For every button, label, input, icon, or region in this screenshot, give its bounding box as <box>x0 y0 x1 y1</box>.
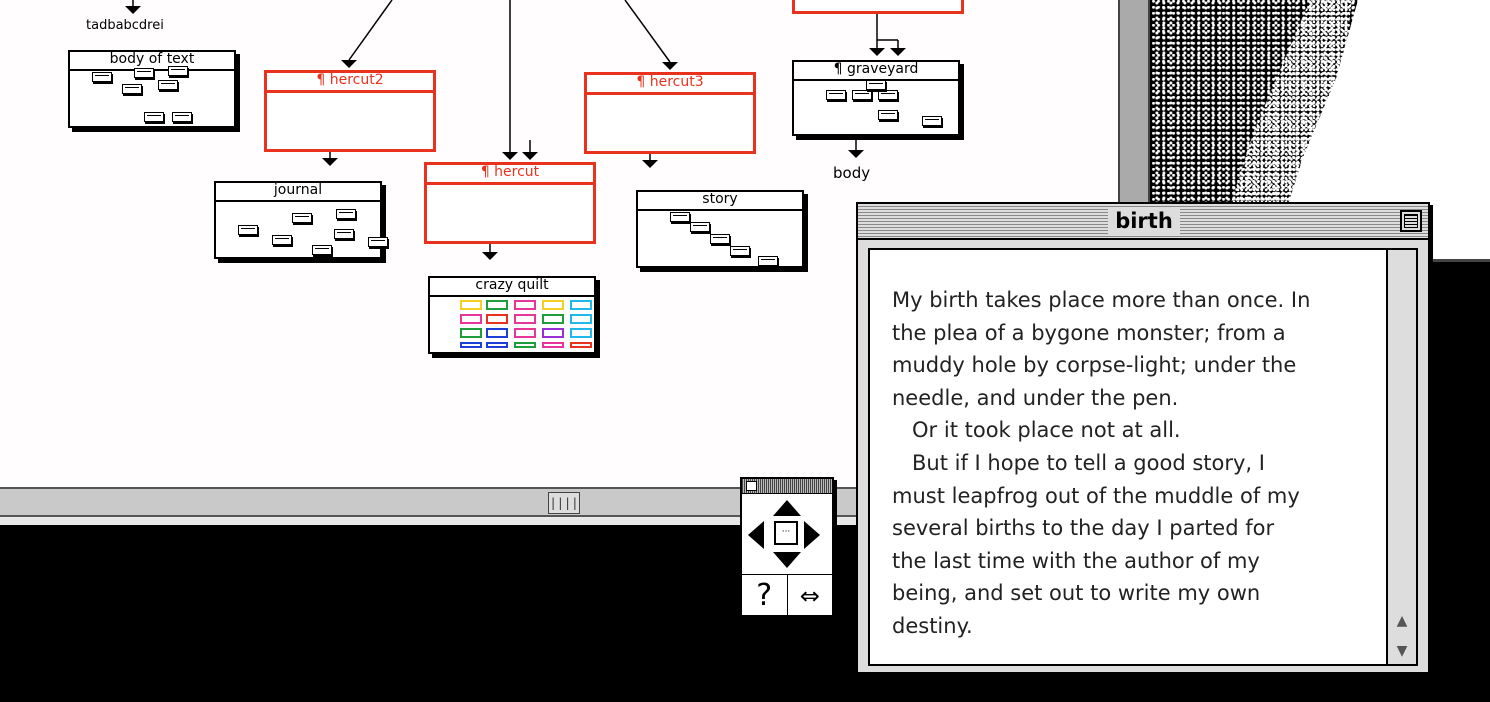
zoom-box-icon[interactable] <box>1400 210 1422 232</box>
node-title: crazy quilt <box>430 278 594 297</box>
node-title: ¶ hercut2 <box>267 73 433 93</box>
node-title: journal <box>216 183 380 202</box>
text-line: muddy hole by corpse-light; under the <box>892 353 1297 378</box>
node-title: ¶ graveyard <box>794 62 958 81</box>
node-hercut2[interactable]: ¶ hercut2 <box>264 70 436 152</box>
center-view-button[interactable]: ··· <box>774 521 798 545</box>
palette-nav-pad: ··· <box>742 494 832 575</box>
node-story[interactable]: story <box>636 190 804 268</box>
text-content[interactable]: My birth takes place more than once. In … <box>868 248 1388 666</box>
text-line: must leapfrog out of the muddle of my <box>892 483 1300 508</box>
text-line: the last time with the author of my <box>892 548 1260 573</box>
text-line: But if I hope to tell a good story, I <box>892 450 1265 475</box>
scroll-up-icon[interactable]: ▲ <box>1396 613 1408 629</box>
swap-button[interactable]: ⇔ <box>786 575 833 617</box>
help-button[interactable]: ? <box>756 578 773 613</box>
red-node-top[interactable] <box>792 0 964 14</box>
text-line: Or it took place not at all. <box>892 418 1181 443</box>
arrow-left-icon[interactable] <box>748 521 764 549</box>
window-title: birth <box>1108 207 1180 235</box>
node-title: ¶ hercut <box>427 165 593 185</box>
arrow-down-icon[interactable] <box>773 552 801 568</box>
node-title: ¶ hercut3 <box>587 75 753 95</box>
link-arrows <box>125 0 906 260</box>
body-label: body <box>833 164 871 182</box>
text-vertical-scrollbar[interactable]: ▲ ▼ <box>1388 248 1418 666</box>
text-line: several births to the day I parted for <box>892 516 1275 541</box>
text-line: needle, and under the pen. <box>892 385 1179 410</box>
text-line: the plea of a bygone monster; from a <box>892 320 1286 345</box>
scroll-thumb[interactable]: |||| <box>548 492 580 514</box>
text-window-birth: birth My birth takes place more than onc… <box>856 202 1430 674</box>
text-line: destiny. <box>892 613 973 638</box>
arrow-up-icon[interactable] <box>773 500 801 516</box>
palette-drag-bar[interactable] <box>742 479 832 494</box>
node-graveyard[interactable]: ¶ graveyard <box>792 60 960 136</box>
alphabet-label: tadbabcdrei <box>86 18 164 33</box>
window-titlebar[interactable]: birth <box>858 204 1428 240</box>
node-body-of-text[interactable]: body of text <box>68 50 236 128</box>
text-line: My birth takes place more than once. In <box>892 288 1311 312</box>
node-hercut[interactable]: ¶ hercut <box>424 162 596 244</box>
node-title: story <box>638 192 802 211</box>
arrow-right-icon[interactable] <box>804 521 820 549</box>
node-journal[interactable]: journal <box>214 181 388 259</box>
text-line: being, and set out to write my own <box>892 581 1261 606</box>
navigation-palette: ··· ? ⇔ <box>740 477 834 617</box>
node-hercut3[interactable]: ¶ hercut3 <box>584 72 756 154</box>
scroll-down-icon[interactable]: ▼ <box>1396 643 1408 659</box>
node-crazy-quilt[interactable]: crazy quilt <box>428 276 596 354</box>
